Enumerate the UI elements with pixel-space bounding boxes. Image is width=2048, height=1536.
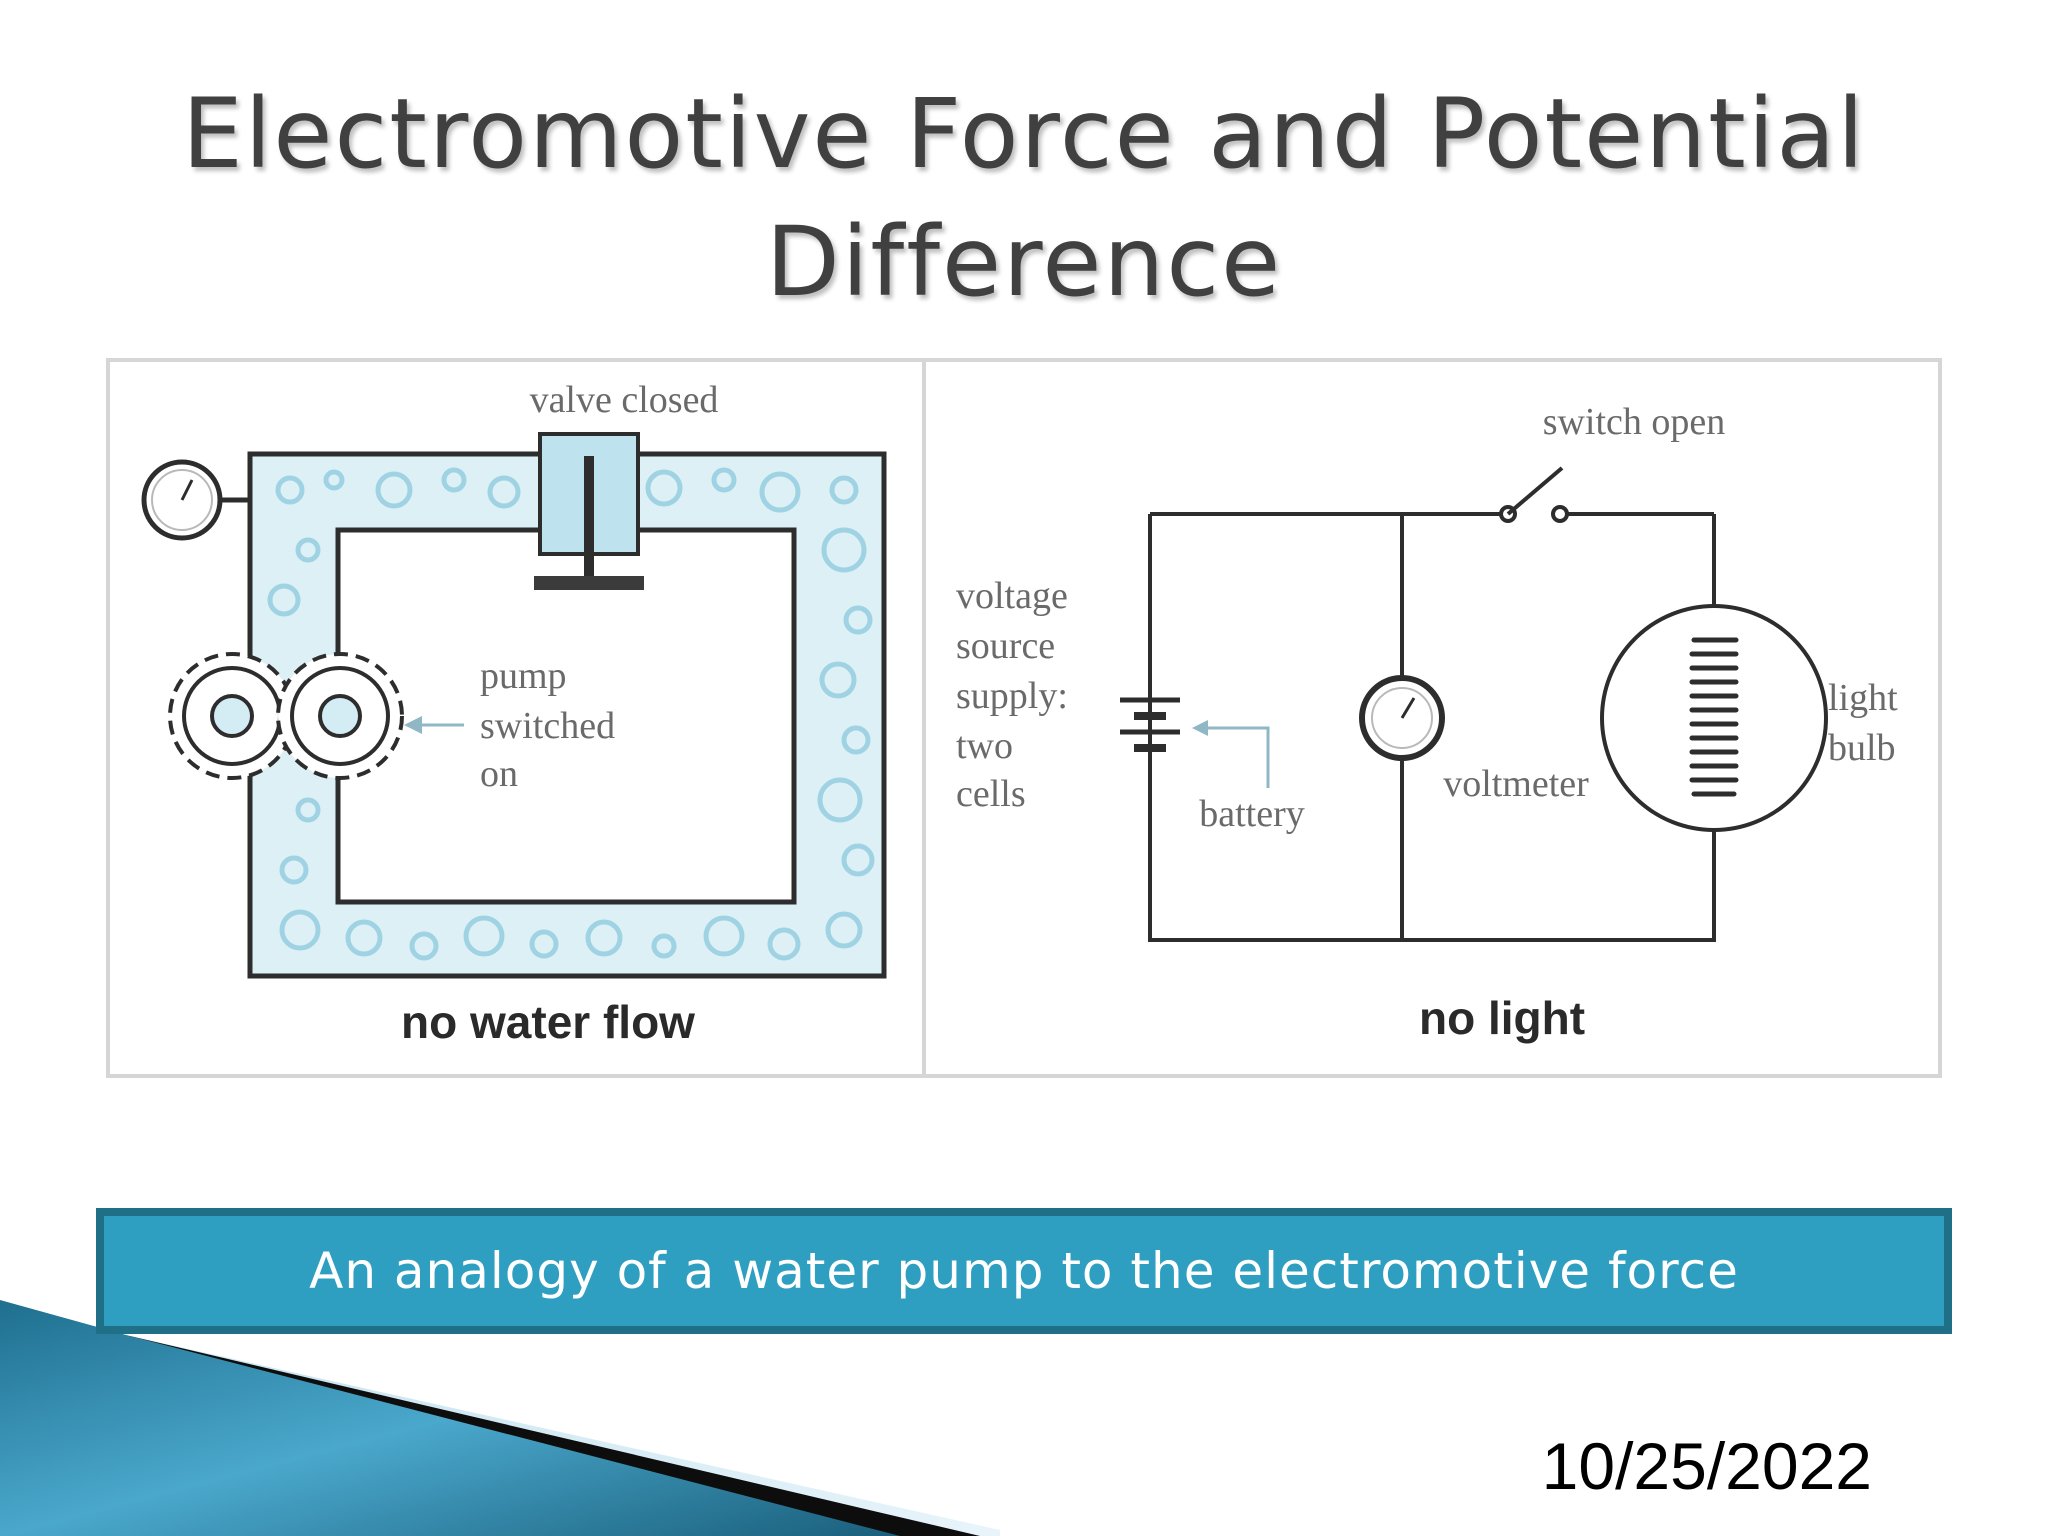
- valve-closed-label: valve closed: [530, 379, 719, 421]
- electric-labels: switch open voltage source supply: two c…: [956, 401, 1898, 1044]
- switch-open-label: switch open: [1543, 401, 1726, 443]
- switch-open-icon: [1499, 466, 1569, 523]
- title-line-2: Difference: [765, 206, 1283, 318]
- light-bulb-icon: [1600, 604, 1828, 832]
- bulb-label-line-2: bulb: [1828, 727, 1896, 769]
- title-line-1: Electromotive Force and Potential: [182, 78, 1866, 190]
- voltmeter-label: voltmeter: [1443, 763, 1589, 805]
- bulb-label-line-1: light: [1828, 677, 1898, 719]
- water-channel: [250, 454, 884, 976]
- battery-arrow-icon: [1192, 720, 1270, 788]
- analogy-figure: valve closed pump switched on no water f…: [106, 358, 1942, 1078]
- water-circuit-panel: valve closed pump switched on no water f…: [141, 379, 887, 1048]
- caption-text: An analogy of a water pump to the electr…: [309, 1242, 1739, 1300]
- pressure-gauge-icon: [141, 459, 250, 541]
- source-label-line-3: supply:: [956, 675, 1068, 717]
- source-label-line-5: cells: [956, 773, 1026, 815]
- electric-circuit-panel: [1120, 466, 1828, 942]
- caption-bar: An analogy of a water pump to the electr…: [96, 1208, 1952, 1334]
- source-label-line-1: voltage: [956, 575, 1068, 617]
- source-label-line-4: two: [956, 725, 1013, 767]
- battery-icon: [1120, 514, 1180, 940]
- pump-label-line-3: on: [480, 753, 518, 795]
- slide-title: Electromotive Force and Potential Differ…: [0, 70, 2048, 326]
- pump-label-line-2: switched: [480, 705, 615, 747]
- voltmeter-icon: [1359, 675, 1445, 761]
- pump-arrow-icon: [404, 716, 464, 734]
- slide-date: 10/25/2022: [1541, 1429, 1872, 1503]
- no-water-flow-caption: no water flow: [401, 996, 695, 1048]
- corner-swoosh-decoration: [0, 1300, 1000, 1536]
- no-light-caption: no light: [1419, 992, 1585, 1044]
- pump-gears-icon: [168, 652, 404, 780]
- water-bubbles: [267, 467, 875, 961]
- battery-label: battery: [1199, 793, 1305, 835]
- pump-label-line-1: pump: [480, 655, 567, 697]
- valve-icon: [534, 432, 644, 590]
- source-label-line-2: source: [956, 625, 1055, 667]
